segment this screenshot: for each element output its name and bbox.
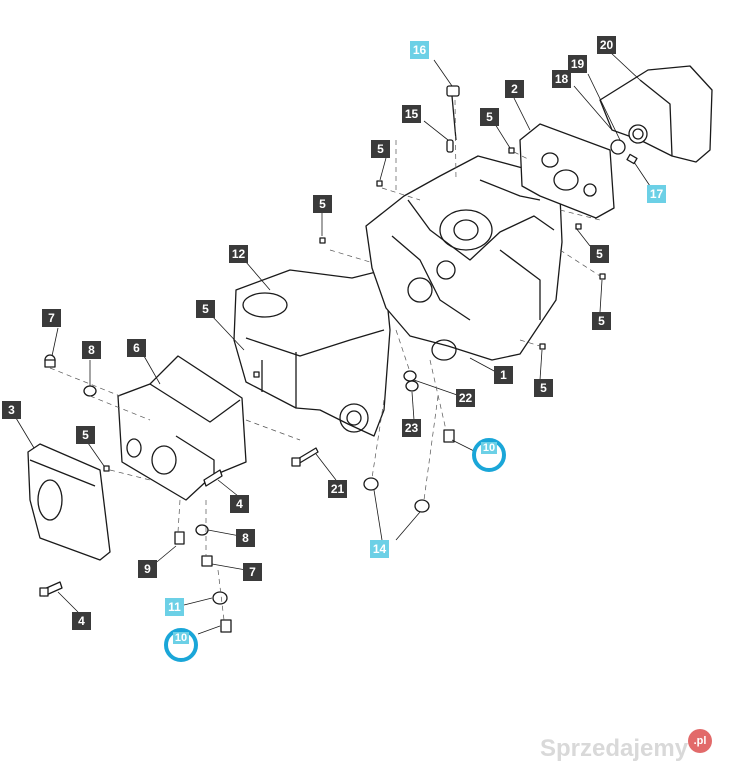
callout-20: 20 (597, 36, 616, 54)
callout-5: 5 (196, 300, 215, 318)
callout-9: 9 (138, 560, 157, 578)
callout-7: 7 (42, 309, 61, 327)
callout-3: 3 (2, 401, 21, 419)
callout-4: 4 (230, 495, 249, 513)
callout-8: 8 (82, 341, 101, 359)
callout-15: 15 (402, 105, 421, 123)
callout-5: 5 (480, 108, 499, 126)
callout-6: 6 (127, 339, 146, 357)
watermark-badge: .pl (688, 729, 712, 753)
callout-14: 14 (370, 540, 389, 558)
callout-17: 17 (647, 185, 666, 203)
watermark-text: Sprzedajemy (540, 735, 689, 762)
callout-8: 8 (236, 529, 255, 547)
callout-2: 2 (505, 80, 524, 98)
callout-12: 12 (229, 245, 248, 263)
callout-10-ring: 10 (164, 628, 198, 662)
callout-23: 23 (402, 419, 421, 437)
part-3-front-cover (27, 443, 111, 561)
callout-16: 16 (410, 41, 429, 59)
callout-5: 5 (313, 195, 332, 213)
callout-5: 5 (590, 245, 609, 263)
part-20-cover-shell (599, 65, 713, 163)
callout-10: 10 (480, 442, 498, 454)
part-12-gear-housing (233, 269, 391, 437)
part-1-main-housing (365, 155, 563, 361)
callout-21: 21 (328, 480, 347, 498)
callout-5: 5 (534, 379, 553, 397)
callout-1: 1 (494, 366, 513, 384)
callout-22: 22 (456, 389, 475, 407)
callout-10-ring: 10 (472, 438, 506, 472)
part-2-side-cover (519, 123, 615, 219)
callout-19: 19 (568, 55, 587, 73)
callout-10: 10 (172, 632, 190, 644)
callout-4: 4 (72, 612, 91, 630)
callout-5: 5 (371, 140, 390, 158)
callout-5: 5 (592, 312, 611, 330)
callout-7: 7 (243, 563, 262, 581)
callout-5: 5 (76, 426, 95, 444)
callout-11: 11 (165, 598, 184, 616)
callout-18: 18 (552, 70, 571, 88)
part-6-housing (117, 355, 247, 501)
